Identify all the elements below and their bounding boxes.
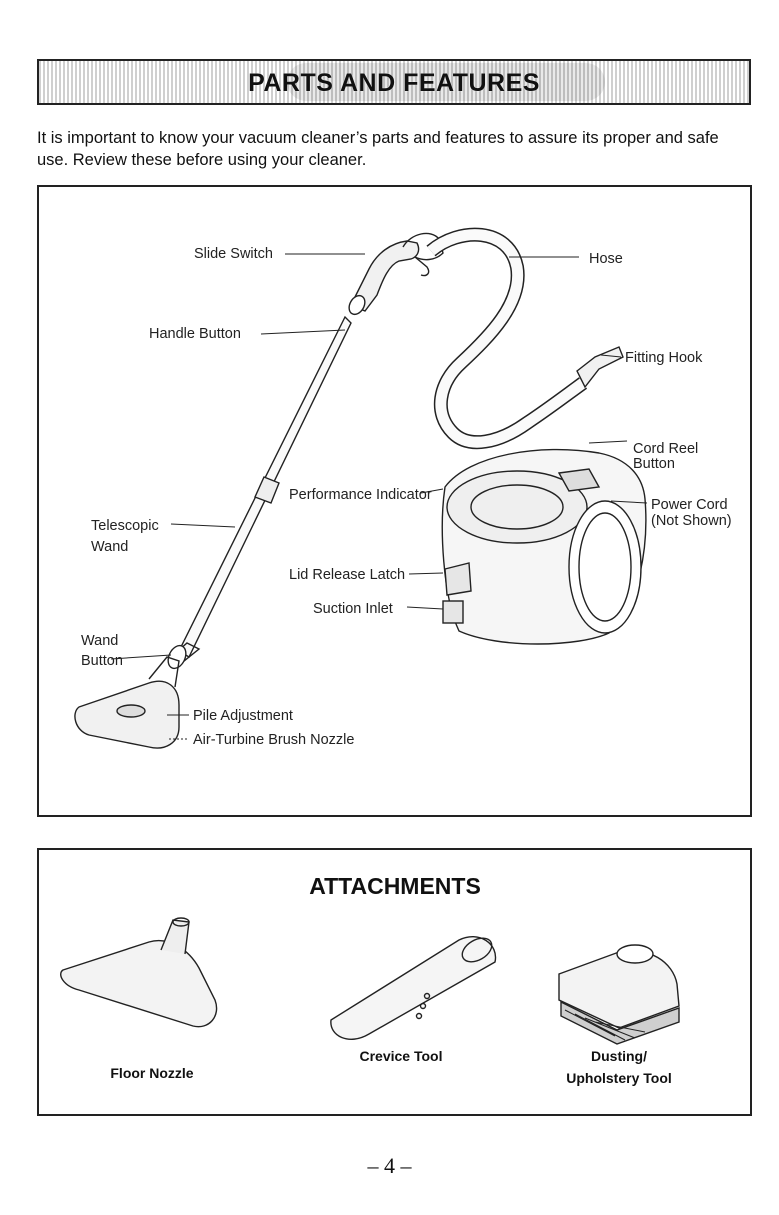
handle-illustration	[348, 232, 444, 316]
attachments-diagram: ATTACHMENTS Floor Nozzle Cr	[60, 873, 680, 1086]
attachments-title: ATTACHMENTS	[309, 873, 481, 899]
parts-diagram: Slide Switch Hose Handle Button Fitting …	[74, 227, 732, 749]
label-telescopic-wand-line2: Wand	[91, 539, 128, 555]
label-performance-indicator: Performance Indicator	[289, 487, 432, 503]
label-cord-reel-button-line2: Button	[633, 456, 675, 472]
hose-illustration	[426, 227, 624, 450]
label-floor-nozzle: Floor Nozzle	[110, 1065, 193, 1081]
crevice-tool-illustration	[330, 935, 497, 1040]
label-handle-button: Handle Button	[149, 326, 241, 342]
label-slide-switch: Slide Switch	[194, 246, 273, 262]
attachments-panel: ATTACHMENTS Floor Nozzle Cr	[37, 848, 752, 1116]
canister-illustration	[441, 448, 647, 645]
wand-illustration	[167, 315, 352, 670]
label-wand-button-line2: Button	[81, 653, 123, 669]
label-dusting-tool-line1: Dusting/	[591, 1048, 647, 1064]
label-crevice-tool: Crevice Tool	[360, 1048, 443, 1064]
label-cord-reel-button-line1: Cord Reel	[633, 441, 698, 457]
label-wand-button-line1: Wand	[81, 633, 118, 649]
label-power-cord-line1: Power Cord	[651, 497, 728, 513]
leader-lines	[110, 253, 648, 740]
label-suction-inlet: Suction Inlet	[313, 601, 393, 617]
label-fitting-hook: Fitting Hook	[625, 350, 703, 366]
page-number: – 4 –	[367, 1153, 412, 1178]
page-title: PARTS AND FEATURES	[248, 69, 540, 97]
label-power-cord-line2: (Not Shown)	[651, 513, 732, 529]
intro-paragraph: It is important to know your vacuum clea…	[37, 129, 719, 169]
label-lid-release-latch: Lid Release Latch	[289, 567, 405, 583]
label-hose: Hose	[589, 251, 623, 267]
label-telescopic-wand-line1: Telescopic	[91, 518, 159, 534]
label-air-turbine-nozzle: Air-Turbine Brush Nozzle	[193, 732, 354, 748]
section-banner: PARTS AND FEATURES	[37, 59, 751, 105]
banner-pill	[287, 63, 605, 101]
dusting-tool-illustration	[558, 944, 680, 1045]
label-pile-adjustment: Pile Adjustment	[193, 708, 293, 724]
parts-diagram-panel: Slide Switch Hose Handle Button Fitting …	[37, 185, 752, 817]
label-dusting-tool-line2: Upholstery Tool	[566, 1070, 672, 1086]
floor-nozzle-illustration	[60, 917, 218, 1028]
nozzle-illustration	[74, 656, 180, 749]
